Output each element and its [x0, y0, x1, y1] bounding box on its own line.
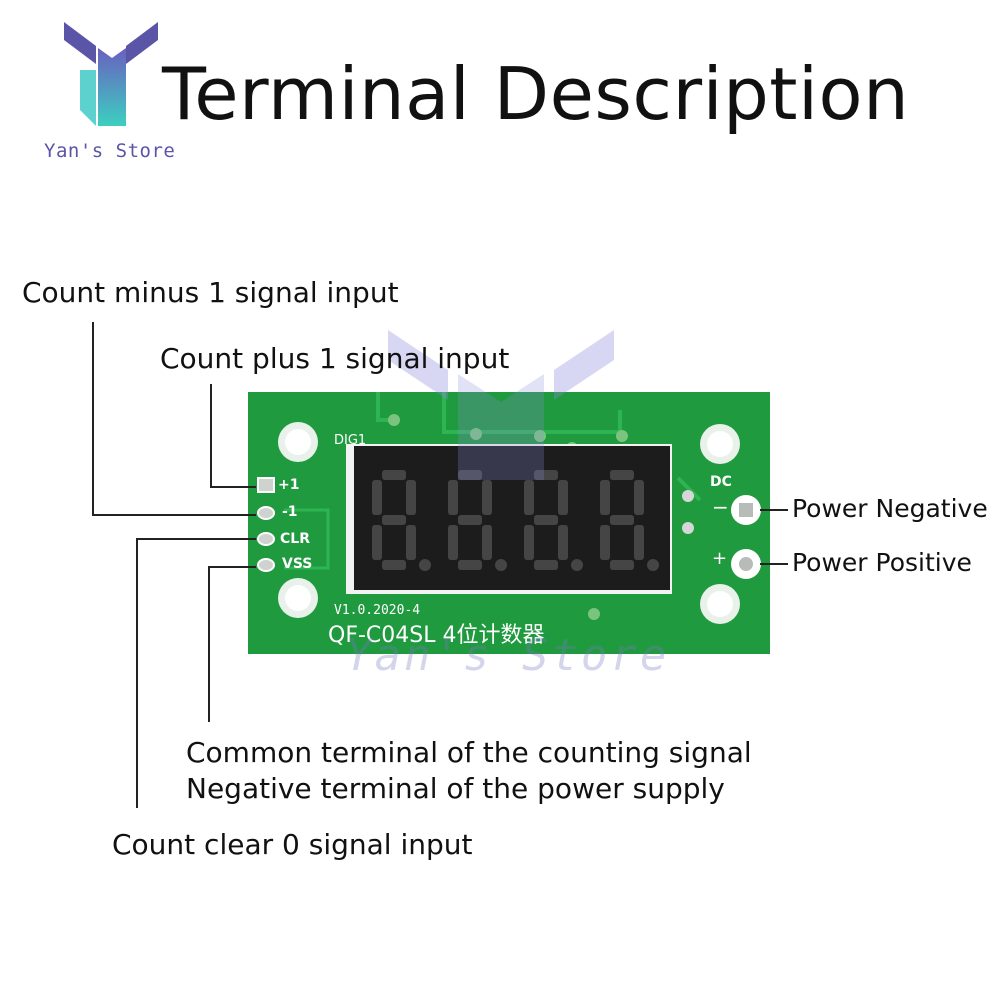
- callout-common-line1: Common terminal of the counting signal: [186, 736, 752, 769]
- segment: [458, 515, 482, 525]
- leader-line: [760, 563, 788, 565]
- segment: [558, 480, 568, 515]
- segment: [634, 480, 644, 515]
- segment: [524, 525, 534, 560]
- pin-pad-plus1: [257, 477, 275, 493]
- segment: [372, 480, 382, 515]
- via: [682, 522, 694, 534]
- via: [682, 490, 694, 502]
- via: [534, 430, 546, 442]
- via: [388, 414, 400, 426]
- counter-board: +1 -1 CLR VSS DIG1 DC − + V1.0.2020-4 QF…: [248, 392, 770, 654]
- pin-label: VSS: [282, 556, 312, 572]
- segment: [406, 525, 416, 560]
- silk-plus: +: [712, 548, 727, 569]
- decimal-point: [647, 559, 659, 571]
- leader-line: [92, 322, 94, 516]
- callout-count-clear: Count clear 0 signal input: [112, 828, 473, 861]
- segment: [458, 560, 482, 570]
- callout-count-minus: Count minus 1 signal input: [22, 276, 399, 309]
- segment: [482, 525, 492, 560]
- power-negative-pad: [731, 495, 761, 525]
- callout-common-line2: Negative terminal of the power supply: [186, 772, 725, 805]
- watermark-text: Yan's Store: [345, 630, 670, 681]
- decimal-point: [571, 559, 583, 571]
- display-digit: [524, 470, 583, 571]
- trace: [676, 476, 702, 502]
- segment: [610, 515, 634, 525]
- segment: [448, 525, 458, 560]
- trace: [284, 508, 330, 570]
- silk-minus: −: [712, 495, 729, 519]
- store-logo: [64, 22, 158, 126]
- via: [470, 428, 482, 440]
- segment: [448, 480, 458, 515]
- trace: [442, 392, 622, 434]
- power-positive-pad: [731, 549, 761, 579]
- display-digit: [448, 470, 507, 571]
- segment: [534, 470, 558, 480]
- pin-label: CLR: [280, 531, 310, 547]
- display-digit: [600, 470, 659, 571]
- pin-label: -1: [282, 504, 298, 520]
- pin-pad-minus1: [257, 506, 275, 520]
- mounting-hole: [700, 584, 740, 624]
- segment: [634, 525, 644, 560]
- mounting-hole: [700, 424, 740, 464]
- segment: [482, 480, 492, 515]
- segment: [382, 515, 406, 525]
- segment: [600, 525, 610, 560]
- leader-line: [208, 566, 210, 722]
- leader-line: [136, 538, 138, 808]
- pin-label: +1: [278, 477, 299, 493]
- decimal-point: [419, 559, 431, 571]
- leader-line: [208, 566, 256, 568]
- silk-model: QF-C04SL 4位计数器: [328, 623, 544, 648]
- segment: [382, 470, 406, 480]
- page-title: Terminal Description: [162, 52, 910, 136]
- pin-pad-vss: [257, 558, 275, 572]
- segment: [524, 480, 534, 515]
- segment: [458, 470, 482, 480]
- leader-line: [92, 514, 256, 516]
- segment: [610, 560, 634, 570]
- segment: [382, 560, 406, 570]
- segment: [534, 515, 558, 525]
- display-digit: [372, 470, 431, 571]
- segment: [610, 470, 634, 480]
- leader-line: [760, 509, 788, 511]
- segment: [372, 525, 382, 560]
- segment: [406, 480, 416, 515]
- via: [588, 608, 600, 620]
- callout-power-positive: Power Positive: [792, 548, 972, 577]
- pin-pad-clr: [257, 532, 275, 546]
- via: [616, 430, 628, 442]
- silk-dc: DC: [710, 474, 732, 490]
- callout-power-negative: Power Negative: [792, 494, 988, 523]
- leader-line: [210, 384, 212, 488]
- watermark-logo: [388, 330, 614, 480]
- segment: [600, 480, 610, 515]
- callout-count-plus: Count plus 1 signal input: [160, 342, 510, 375]
- silk-version: V1.0.2020-4: [334, 603, 420, 618]
- mounting-hole: [278, 422, 318, 462]
- leader-line: [210, 486, 256, 488]
- display-digits: [372, 470, 659, 571]
- decimal-point: [495, 559, 507, 571]
- mounting-hole: [278, 578, 318, 618]
- segment: [558, 525, 568, 560]
- segment: [534, 560, 558, 570]
- brand-name: Yan's Store: [44, 140, 176, 162]
- leader-line: [136, 538, 256, 540]
